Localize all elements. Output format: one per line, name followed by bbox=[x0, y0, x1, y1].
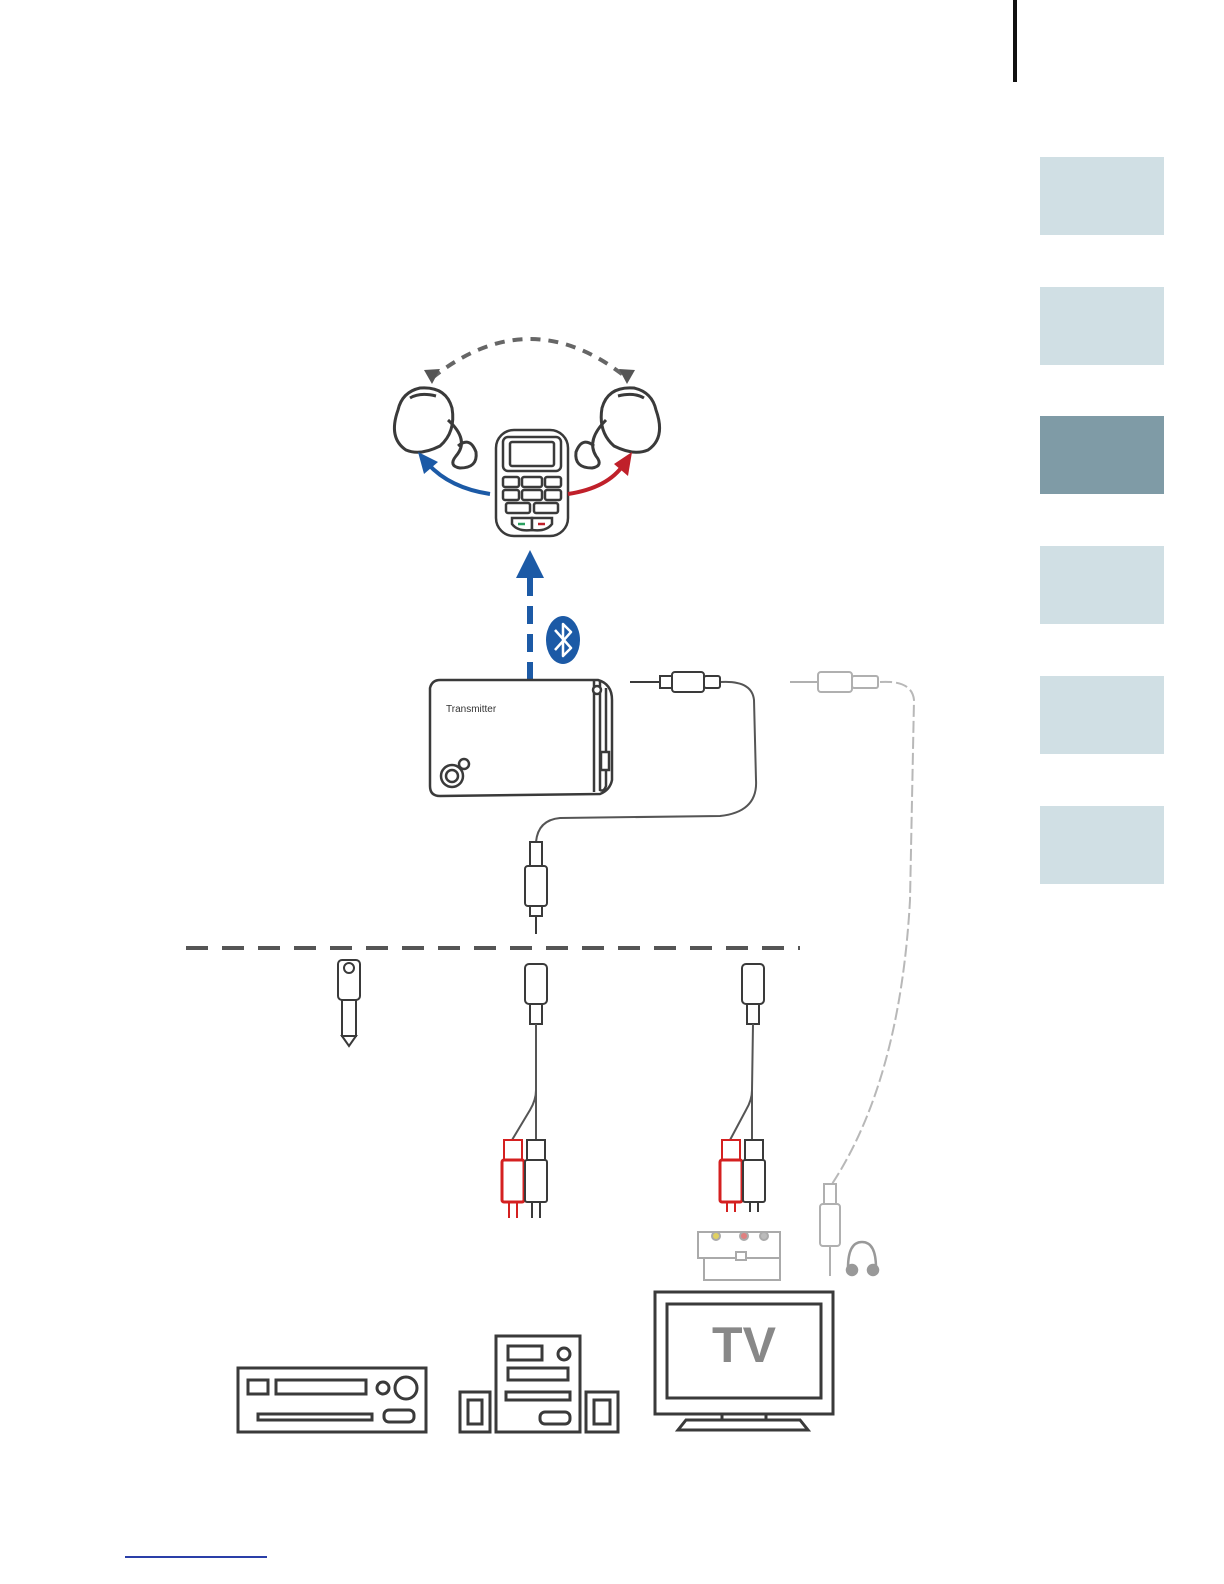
scart-adapter-icon bbox=[698, 1232, 780, 1280]
bluetooth-icon bbox=[546, 616, 580, 664]
hifi-system-icon bbox=[460, 1336, 618, 1432]
mini-jack-plug-top bbox=[630, 672, 720, 692]
mini-jack-plug-lower bbox=[525, 842, 547, 934]
hearing-aid-left-icon bbox=[394, 388, 476, 468]
tv-label: TV bbox=[712, 1317, 777, 1373]
tv-icon: TV bbox=[655, 1292, 833, 1430]
headphone-plug-bottom bbox=[820, 1184, 840, 1276]
hearing-aid-right-icon bbox=[576, 388, 660, 468]
bluetooth-link-arrow bbox=[516, 550, 544, 680]
headphone-extension-cable bbox=[832, 682, 914, 1184]
footer-link-underline bbox=[125, 1556, 267, 1558]
remote-streamer-icon bbox=[496, 430, 568, 536]
hearing-aid-link-arc bbox=[424, 339, 635, 384]
headphones-icon bbox=[847, 1242, 878, 1275]
headphone-plug-top bbox=[790, 672, 878, 692]
large-jack-adapter-icon bbox=[338, 960, 360, 1046]
stereo-receiver-icon bbox=[238, 1368, 426, 1432]
rca-y-cable-2 bbox=[720, 964, 765, 1212]
rca-y-cable-1 bbox=[502, 964, 547, 1218]
transmitter-icon: Transmitter bbox=[430, 680, 612, 796]
transmitter-label: Transmitter bbox=[446, 704, 497, 715]
